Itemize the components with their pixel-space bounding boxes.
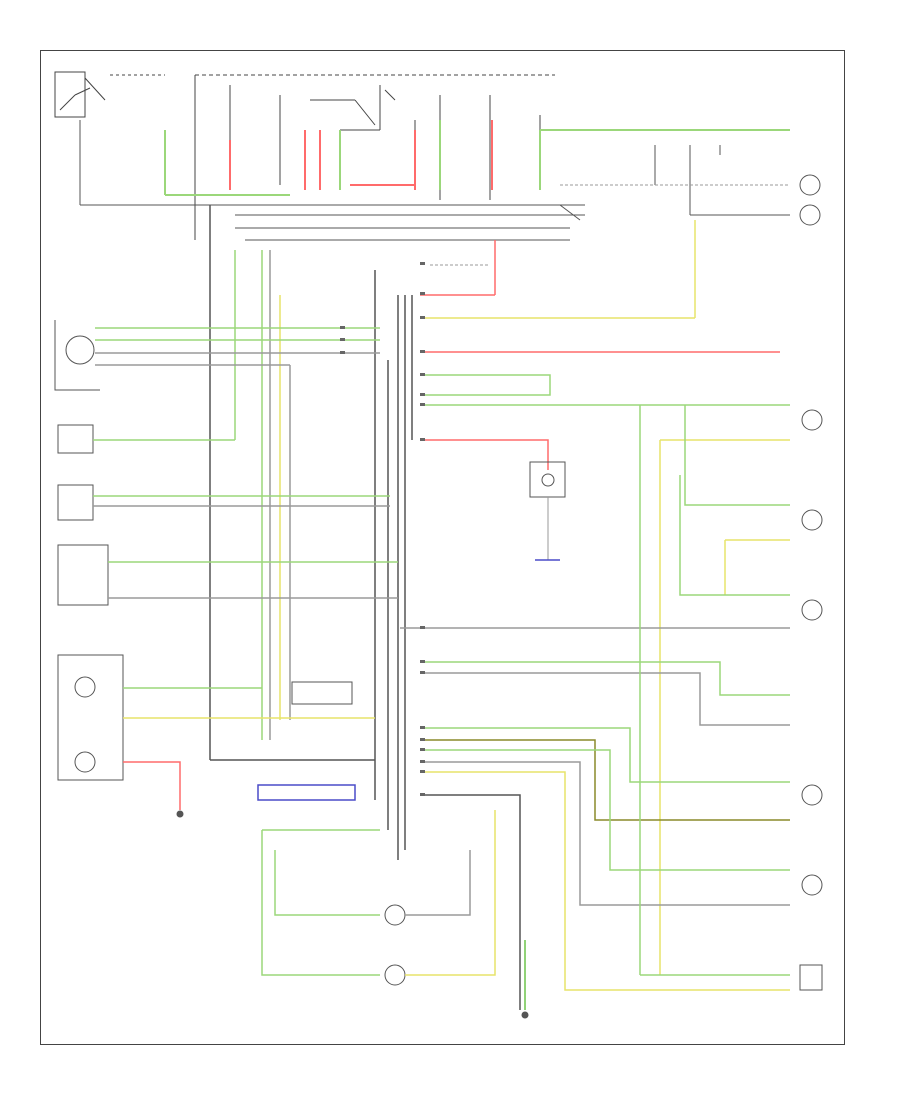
seat-belt-switch <box>257 681 496 986</box>
low-fuel-warning <box>420 749 823 906</box>
oil-pressure-switch <box>400 475 823 629</box>
abs-control-module <box>420 220 790 561</box>
tachometer <box>57 544 398 606</box>
main-trunk <box>209 205 413 860</box>
instrument-cluster-gauge <box>659 409 823 975</box>
cruise-control-switch <box>54 71 165 118</box>
junction-block <box>79 120 585 241</box>
speedometer-sensor <box>54 320 380 391</box>
coolant-sensor <box>420 405 823 991</box>
diagram-border <box>40 50 845 1045</box>
vehicle-speed-sensor <box>57 484 390 521</box>
brake-fluid-switch <box>420 661 790 726</box>
ground <box>425 794 529 1019</box>
parking-brake-switch <box>420 727 823 821</box>
fuel-level-sender <box>684 405 823 595</box>
brake-pressure-switch <box>560 145 821 226</box>
clock <box>57 424 235 454</box>
connector-pins <box>340 262 425 796</box>
combination-meter <box>57 654 375 818</box>
fuse-wires <box>164 120 790 196</box>
